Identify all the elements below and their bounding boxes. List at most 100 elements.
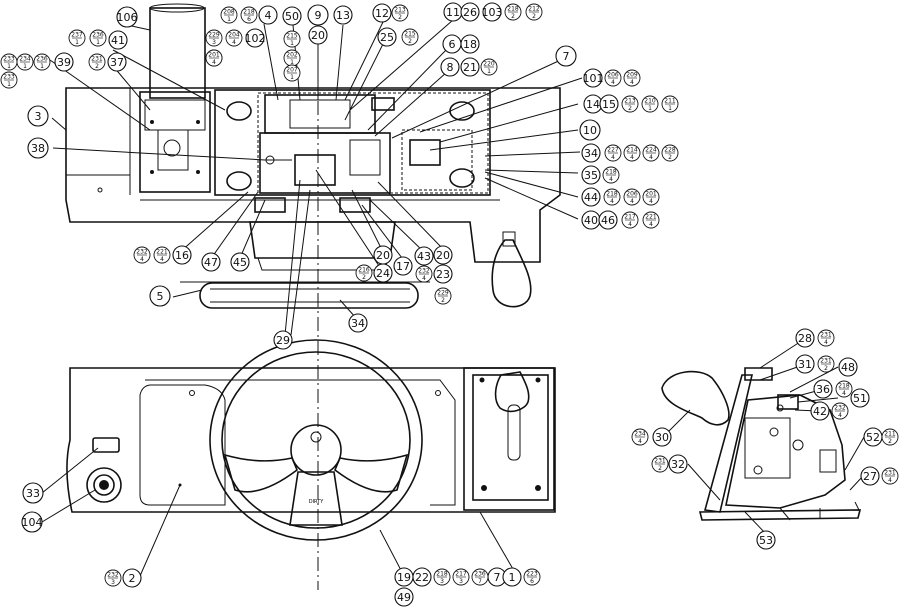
callout-label: 30: [655, 431, 669, 444]
fraction-numerator: 233: [3, 74, 15, 81]
callout-102: 102: [245, 28, 266, 48]
fraction-numerator: 208: [223, 9, 235, 16]
callout-48: 48: [838, 357, 858, 377]
callout-label: 2: [129, 572, 136, 585]
callout-23: 23: [433, 264, 453, 284]
callout-15: 15: [599, 94, 619, 114]
callout-label: 34: [584, 147, 598, 160]
callout-label: 5: [157, 290, 164, 303]
fraction-numerator: 218: [243, 9, 255, 16]
fraction-denominator: 2: [95, 63, 99, 70]
callout-2: 2: [122, 568, 142, 588]
callout-103: 103: [482, 2, 503, 22]
fraction-denominator: 1: [227, 16, 231, 23]
callout-label: 41: [111, 34, 125, 47]
fraction-numerator: 202: [286, 52, 298, 59]
fraction-denominator: 1: [668, 105, 672, 112]
callout-label: 14: [586, 98, 600, 111]
callout-label: 45: [233, 256, 247, 269]
fraction-numerator: 217: [624, 214, 636, 221]
callout-40: 40: [581, 210, 601, 230]
fraction-denominator: 1: [290, 40, 294, 47]
callout-29: 29: [273, 330, 293, 350]
callout-4: 4: [258, 5, 278, 25]
fraction-numerator: 233: [3, 56, 15, 63]
callout-3: 3: [27, 105, 49, 127]
fraction-numerator: 211: [664, 98, 676, 105]
fraction-denominator: 7: [478, 578, 482, 585]
fraction-numerator: 201: [645, 191, 657, 198]
callout-31: 31: [795, 354, 815, 374]
callout-35: 35: [581, 165, 601, 185]
callout-label: 48: [841, 361, 855, 374]
fraction-numerator: 229: [437, 290, 449, 297]
fraction-numerator: 201: [208, 52, 220, 59]
fraction-denominator: 1: [40, 63, 44, 70]
callout-6: 6: [442, 34, 462, 54]
callout-label: 15: [602, 98, 616, 111]
callout-label: 31: [798, 358, 812, 371]
fraction-denominator: 2: [362, 274, 366, 281]
fraction-numerator: 232: [136, 249, 148, 256]
fraction-numerator: 216: [358, 267, 370, 274]
fraction-denominator: 4: [649, 154, 653, 161]
callout-label: 36: [816, 383, 830, 396]
fraction-denominator: 4: [824, 339, 828, 346]
callout-label: 38: [31, 142, 45, 155]
callout-label: 10: [583, 124, 597, 137]
fraction-denominator: 2: [398, 14, 402, 21]
fraction-denominator: 2: [658, 465, 662, 472]
callout-32: 32: [668, 454, 688, 474]
callout-36: 36: [813, 379, 833, 399]
callout-8: 8: [440, 57, 460, 77]
callout-label: 7: [494, 571, 501, 584]
callout-11: 11: [443, 2, 463, 22]
callout-label: 24: [376, 267, 390, 280]
callout-label: 22: [415, 571, 429, 584]
callout-7: 7: [555, 45, 577, 67]
callout-51: 51: [850, 388, 870, 408]
callout-101: 101: [583, 68, 604, 88]
callout-28: 28: [795, 328, 815, 348]
callout-label: 20: [376, 249, 390, 262]
callout-25: 25: [377, 27, 397, 47]
callout-106: 106: [116, 6, 138, 28]
fraction-numerator: 236: [474, 571, 486, 578]
fraction-denominator: 1: [96, 39, 100, 46]
fraction-denominator: 3: [459, 578, 463, 585]
fraction-denominator: 4: [638, 438, 642, 445]
callout-label: 44: [584, 191, 598, 204]
callout-label: 103: [482, 6, 503, 19]
callout-34: 34: [348, 313, 368, 333]
callout-33: 33: [22, 482, 44, 504]
fraction-denominator: 6: [247, 16, 251, 23]
fraction-numerator: 231: [654, 458, 666, 465]
callout-1: 1: [502, 567, 522, 587]
fraction-numerator: 211: [884, 431, 896, 438]
callout-12: 12: [372, 3, 392, 23]
